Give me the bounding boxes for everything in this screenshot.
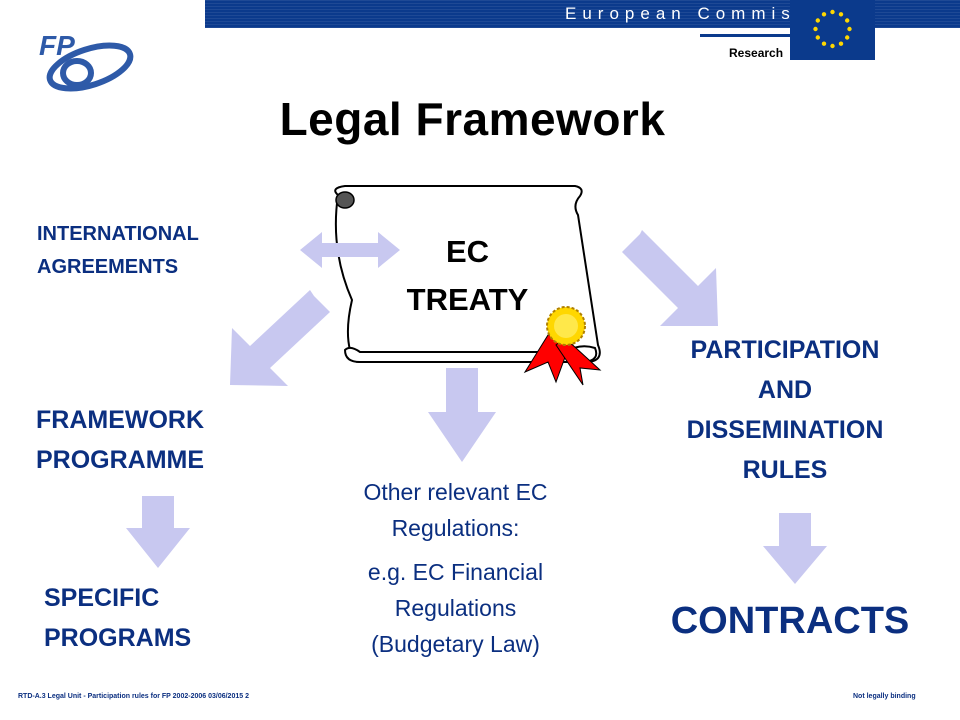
- page-title: Legal Framework: [279, 93, 666, 145]
- arrow-to-specific-icon: [126, 496, 190, 568]
- specific-programs-label: SPECIFIC PROGRAMS: [44, 578, 191, 658]
- participation-rules-label: PARTICIPATION AND DISSEMINATION RULES: [640, 330, 930, 490]
- research-label: Research: [729, 46, 784, 60]
- other-regulations-label: Other relevant EC Regulations: e.g. EC F…: [318, 474, 593, 662]
- contracts-label: CONTRACTS: [670, 600, 910, 642]
- intl-line-1: INTERNATIONAL: [37, 223, 199, 245]
- specific-line-2: PROGRAMS: [44, 624, 192, 652]
- specific-line-1: SPECIFIC: [44, 584, 160, 612]
- framework-line-2: PROGRAMME: [36, 446, 205, 474]
- other-gap: [318, 546, 593, 554]
- arrow-to-participation-icon: [622, 230, 718, 326]
- participation-line-1: PARTICIPATION: [690, 336, 880, 364]
- arrow-to-other-icon: [428, 368, 496, 462]
- footer-right-text: Not legally binding: [853, 693, 916, 700]
- international-agreements-label: INTERNATIONAL AGREEMENTS: [37, 218, 199, 284]
- arrow-to-contracts-icon: [763, 513, 827, 584]
- framework-line-1: FRAMEWORK: [36, 406, 205, 434]
- intl-line-2: AGREEMENTS: [37, 256, 179, 278]
- treaty-line-2: TREATY: [406, 282, 529, 317]
- treaty-line-1: EC: [445, 234, 490, 269]
- seal-icon: [523, 306, 602, 386]
- ec-treaty-label: EC TREATY: [385, 228, 550, 324]
- other-line-4: Regulations: [394, 595, 517, 621]
- banner-text: European Commission: [565, 4, 851, 23]
- fp6-logo: FP: [39, 30, 134, 92]
- participation-line-2: AND: [757, 376, 813, 404]
- participation-line-4: RULES: [742, 456, 828, 484]
- double-arrow-icon: [300, 232, 400, 268]
- footer-left-text: RTD-A.3 Legal Unit - Participation rules…: [18, 693, 249, 700]
- arrow-to-framework-icon: [230, 290, 330, 386]
- eu-flag-icon: [790, 0, 875, 60]
- other-line-3: e.g. EC Financial: [367, 559, 544, 585]
- research-divider: [700, 34, 790, 37]
- participation-line-3: DISSEMINATION: [686, 416, 884, 444]
- other-line-5: (Budgetary Law): [371, 631, 540, 657]
- other-line-2: Regulations:: [391, 515, 520, 541]
- research-box: [700, 28, 790, 60]
- other-line-1: Other relevant EC: [363, 479, 548, 505]
- framework-programme-label: FRAMEWORK PROGRAMME: [36, 400, 204, 480]
